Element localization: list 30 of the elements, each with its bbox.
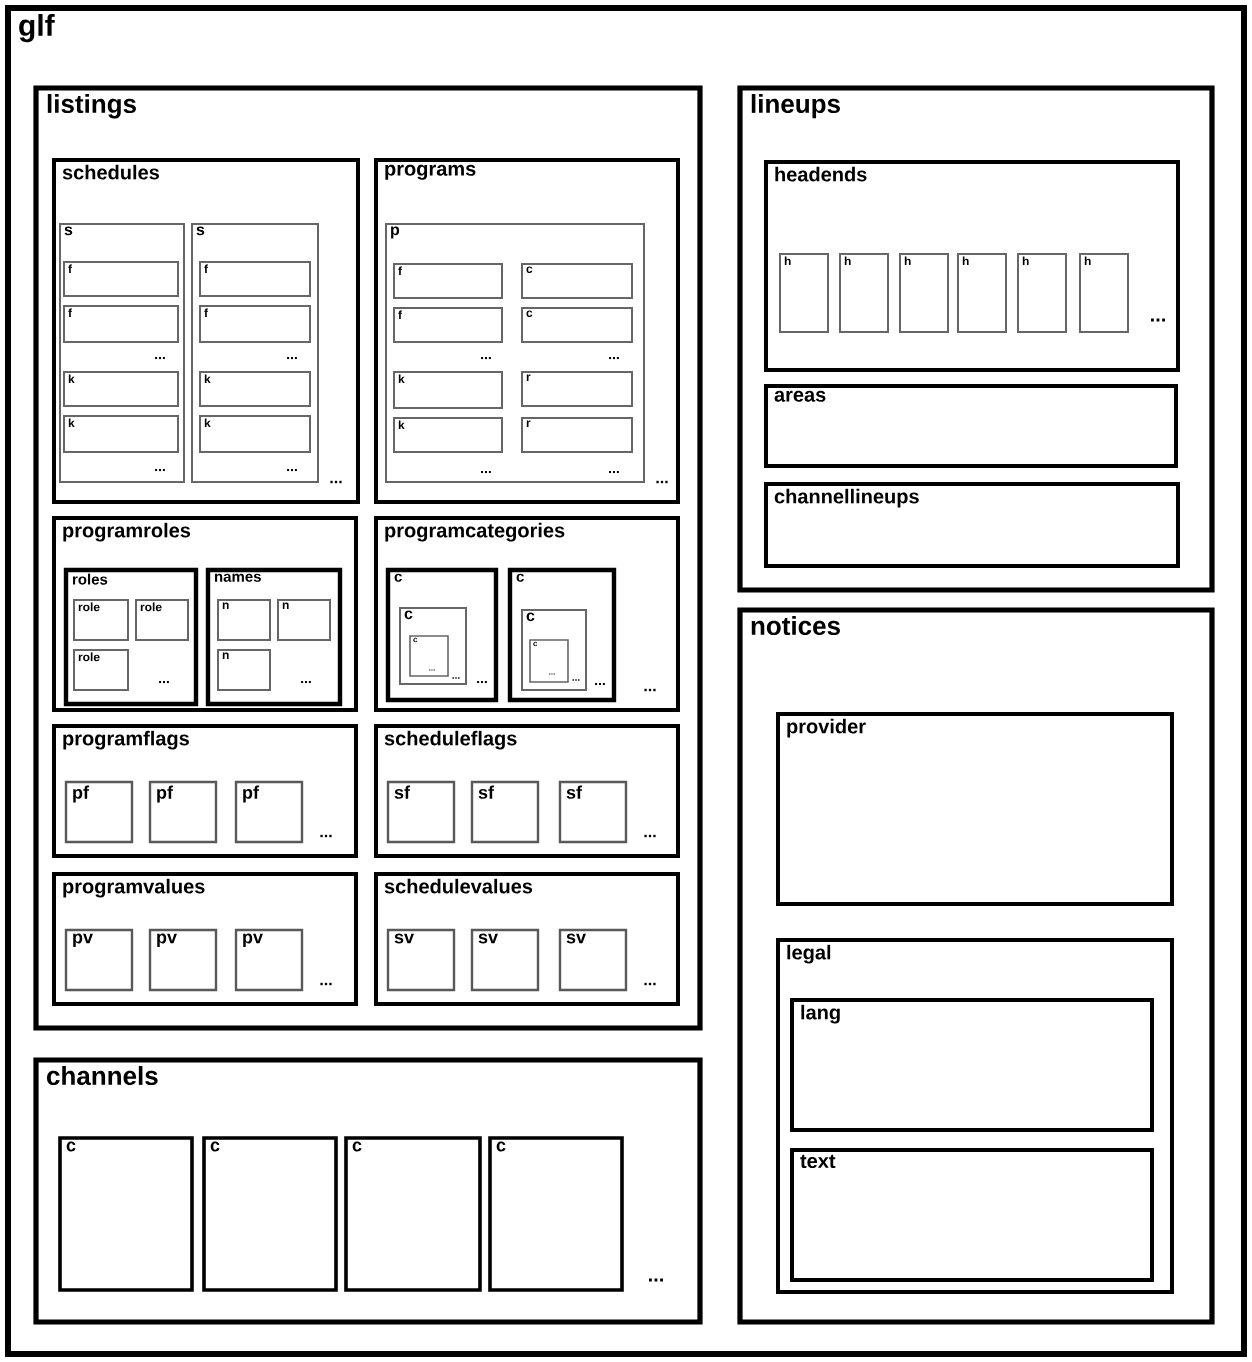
ellipsis: ... <box>656 480 668 484</box>
item-box: c <box>344 1136 482 1292</box>
ellipsis: ... <box>320 834 332 838</box>
item-box: sv <box>470 928 540 992</box>
ellipsis: ... <box>330 480 342 484</box>
group-box: text <box>790 1148 1154 1282</box>
item-box: sf <box>386 780 456 844</box>
item-box: pf <box>148 780 218 844</box>
item-box: sv <box>386 928 456 992</box>
ellipsis: ... <box>320 982 332 986</box>
ellipsis: ... <box>644 834 656 838</box>
group-box: channellineups <box>764 482 1180 568</box>
item-box: sv <box>558 928 628 992</box>
ellipsis: ... <box>644 982 656 986</box>
item-box: sf <box>558 780 628 844</box>
ellipsis: ... <box>649 1278 663 1282</box>
group-box: provider <box>776 712 1174 906</box>
ellipsis: ... <box>644 688 656 692</box>
item-box: c <box>202 1136 338 1292</box>
item-box: c <box>488 1136 624 1292</box>
item-box: pv <box>148 928 218 992</box>
item-box: pf <box>64 780 134 844</box>
item-box: pv <box>64 928 134 992</box>
item-box: pv <box>234 928 304 992</box>
item-box: sf <box>470 780 540 844</box>
group-box: areas <box>764 384 1178 468</box>
item-box: pf <box>234 780 304 844</box>
group-box: lang <box>790 998 1154 1132</box>
item-box: c <box>58 1136 194 1292</box>
ellipsis: ... <box>1151 318 1165 322</box>
